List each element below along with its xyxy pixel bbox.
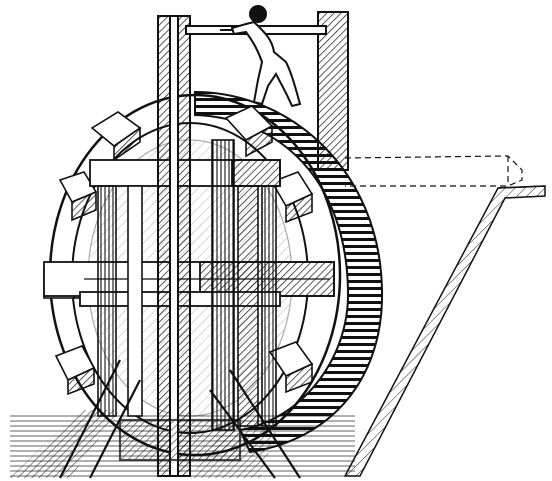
base-braces: [59, 359, 301, 479]
main-uprights: [157, 11, 349, 477]
water-channel-outline: [344, 155, 523, 187]
walking-figure: [220, 5, 302, 108]
inner-frame: [97, 139, 277, 431]
pit-wall: [343, 185, 546, 477]
